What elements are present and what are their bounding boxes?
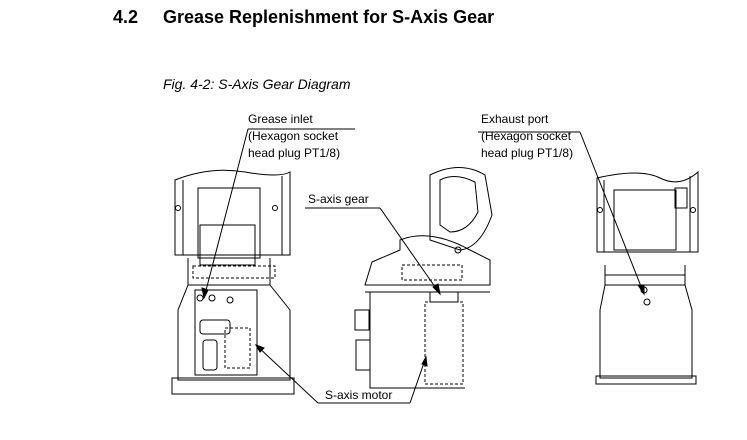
s-axis-gear-label: S-axis gear — [308, 192, 369, 206]
robot-rear-view — [595, 170, 699, 385]
robot-side-view — [354, 167, 493, 389]
grease-inlet-title: Grease inlet — [248, 112, 313, 126]
grease-inlet-detail-1: (Hexagon socket — [248, 129, 339, 143]
exhaust-port-title: Exhaust port — [481, 112, 549, 126]
robot-front-view — [171, 169, 295, 395]
exhaust-port-label: Exhaust port (Hexagon socket head plug P… — [481, 111, 573, 162]
figure-caption: Fig. 4-2: S-Axis Gear Diagram — [163, 76, 351, 92]
leader-lines — [201, 128, 645, 404]
s-axis-motor-label: S-axis motor — [325, 388, 393, 402]
section-number: 4.2 — [113, 7, 139, 27]
exhaust-port-detail-2: head plug PT1/8) — [481, 146, 574, 160]
grease-inlet-label: Grease inlet (Hexagon socket head plug P… — [248, 111, 340, 162]
exhaust-port-detail-1: (Hexagon socket — [481, 129, 572, 143]
grease-inlet-detail-2: head plug PT1/8) — [248, 146, 341, 160]
section-title: Grease Replenishment for S-Axis Gear — [163, 7, 495, 27]
